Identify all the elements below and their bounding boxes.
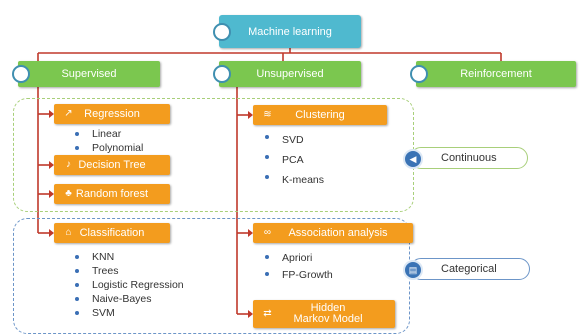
- reinforcement-node: ◉ Reinforcement: [410, 61, 576, 87]
- supervised-label: Supervised: [61, 68, 117, 80]
- random-forest-node: ♣ Random forest: [54, 184, 170, 204]
- list-item: SVM: [70, 306, 184, 320]
- list-item: FP-Growth: [260, 267, 333, 284]
- list-item: Apriori: [260, 250, 333, 267]
- continuous-label: Continuous: [441, 152, 497, 164]
- reinforcement-label: Reinforcement: [460, 68, 532, 80]
- association-analysis-node: ∞ Association analysis: [253, 223, 413, 243]
- decision-tree-node: ♪ Decision Tree: [54, 155, 170, 175]
- search-icon: ⌕: [12, 65, 30, 83]
- classification-label: Classification: [79, 227, 145, 239]
- book-icon: ▤: [403, 260, 423, 280]
- list-item: Naive-Bayes: [70, 292, 184, 306]
- categorical-pill: ▤ Categorical: [403, 258, 530, 280]
- random-forest-arrowhead: [49, 190, 54, 198]
- regression-list: Linear Polynomial: [70, 127, 143, 155]
- hmm-label-line2: Markov Model: [293, 313, 363, 325]
- classification-arrowhead: [49, 229, 54, 237]
- list-item: Logistic Regression: [70, 278, 184, 292]
- association-list: Apriori FP-Growth: [260, 250, 333, 284]
- chart-line-icon: ↗: [64, 108, 73, 119]
- classification-node: ⌂ Classification: [54, 223, 170, 243]
- list-item: PCA: [260, 150, 324, 170]
- clustering-list: SVD PCA K-means: [260, 130, 324, 190]
- globe-icon: ◉: [410, 65, 428, 83]
- regression-arrowhead: [49, 110, 54, 118]
- clustering-arrowhead: [248, 111, 253, 119]
- list-item: KNN: [70, 250, 184, 264]
- tree-icon: ♣: [65, 188, 72, 199]
- hierarchy-icon: ⌂: [65, 227, 72, 238]
- association-arrowhead: [248, 229, 253, 237]
- continuous-pill: ◀ Continuous: [403, 147, 528, 169]
- regression-node: ↗ Regression: [54, 104, 170, 124]
- root-node: ⚙ Machine learning: [213, 15, 361, 48]
- regression-label: Regression: [84, 108, 140, 120]
- decision-tree-label: Decision Tree: [78, 159, 146, 171]
- unsupervised-label: Unsupervised: [256, 68, 324, 80]
- classification-list: KNN Trees Logistic Regression Naive-Baye…: [70, 250, 184, 320]
- clustering-label: Clustering: [295, 109, 345, 121]
- hmm-label: Hidden Markov Model: [285, 303, 362, 325]
- link-icon: ∞: [263, 227, 272, 238]
- supervised-node: ⌕ Supervised: [12, 61, 160, 87]
- hmm-arrowhead: [248, 310, 253, 318]
- bell-icon: ♪: [66, 159, 71, 170]
- list-item: Linear: [70, 127, 143, 141]
- association-label: Association analysis: [288, 227, 388, 239]
- list-item: SVD: [260, 130, 324, 150]
- random-forest-label: Random forest: [75, 188, 149, 200]
- list-item: Trees: [70, 264, 184, 278]
- unsupervised-node: ✎ Unsupervised: [213, 61, 361, 87]
- arrows-icon: ⇄: [263, 308, 272, 319]
- categorical-label: Categorical: [441, 263, 497, 275]
- layers-icon: ≋: [263, 109, 272, 120]
- hmm-label-line1: Hidden: [310, 302, 346, 314]
- pen-icon: ✎: [213, 65, 231, 83]
- list-item: K-means: [260, 170, 324, 190]
- clustering-node: ≋ Clustering: [253, 105, 387, 125]
- gears-icon: ⚙: [213, 22, 231, 41]
- root-label: Machine learning: [248, 25, 332, 38]
- megaphone-icon: ◀: [403, 149, 423, 169]
- decision-tree-arrowhead: [49, 161, 54, 169]
- hidden-markov-model-node: ⇄ Hidden Markov Model: [253, 300, 395, 328]
- list-item: Polynomial: [70, 141, 143, 155]
